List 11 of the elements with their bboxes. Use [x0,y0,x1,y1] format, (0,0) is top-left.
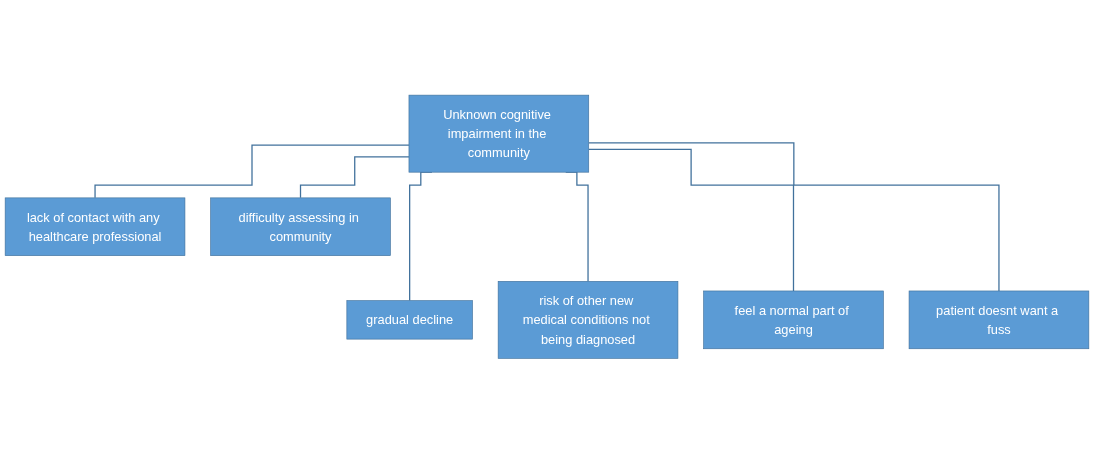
node-box: patient doesnt want a fuss [908,290,1090,350]
connector [588,142,1000,292]
connector [299,156,410,199]
node-box: Unknown cognitive impairment in the community [408,95,590,173]
connector [588,148,795,292]
node-box: feel a normal part of ageing [703,290,884,350]
node-box: difficulty assessing in community [210,197,391,257]
connector [94,144,410,199]
node-box: risk of other new medical conditions not being diagnosed [497,281,679,359]
node-box: gradual decline [346,300,473,340]
node-box: lack of contact with any healthcare professional [4,197,186,257]
